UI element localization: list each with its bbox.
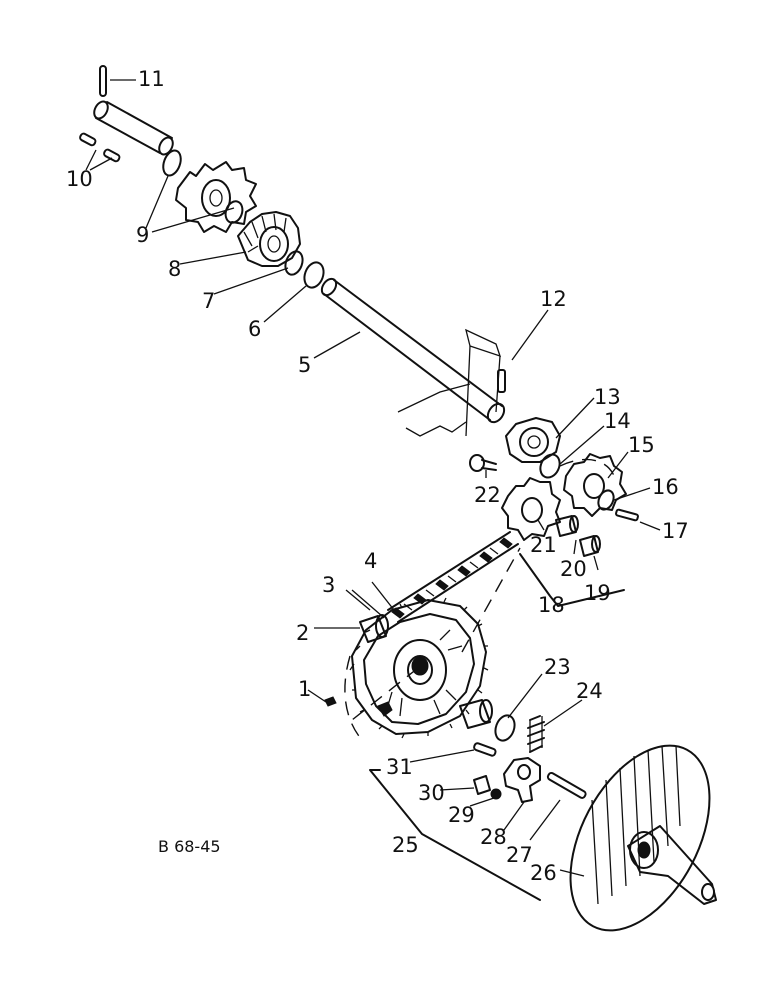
ball-part-29 bbox=[490, 788, 502, 800]
ring-part-16 bbox=[597, 489, 615, 511]
label-23: 23 bbox=[544, 655, 571, 679]
label-19: 19 bbox=[584, 581, 611, 605]
dashed-guide bbox=[351, 667, 419, 721]
label-16: 16 bbox=[652, 475, 679, 499]
label-29: 29 bbox=[448, 803, 475, 827]
label-22: 22 bbox=[474, 483, 501, 507]
part-labels: 11 10 9 8 7 6 5 12 13 14 15 16 17 22 21 … bbox=[66, 67, 689, 885]
shaft-part-5 bbox=[320, 277, 506, 424]
bolt-part-12 bbox=[497, 369, 506, 393]
label-20: 20 bbox=[560, 557, 587, 581]
disc-part-26 bbox=[569, 744, 717, 932]
ring-part-9 bbox=[162, 149, 182, 177]
bushing-part-23-sleeve bbox=[459, 699, 493, 729]
label-9: 9 bbox=[136, 223, 149, 247]
bracket-part-25 bbox=[369, 769, 541, 901]
bushing-part-2 bbox=[359, 614, 389, 643]
label-17: 17 bbox=[662, 519, 689, 543]
dashed-guide bbox=[559, 458, 617, 483]
pin-part-27 bbox=[546, 772, 587, 799]
shaft-stub bbox=[93, 100, 174, 156]
bolt-part-22 bbox=[469, 454, 497, 472]
bevel-gear-part-8 bbox=[237, 211, 301, 267]
washer bbox=[224, 200, 244, 224]
label-21: 21 bbox=[530, 533, 557, 557]
ring-part-23 bbox=[494, 714, 516, 742]
frame-bracket bbox=[397, 328, 502, 437]
label-31: 31 bbox=[386, 755, 413, 779]
chain-part-4 bbox=[387, 531, 519, 623]
label-4: 4 bbox=[364, 549, 377, 573]
sprocket-part-15 bbox=[563, 453, 627, 517]
label-24: 24 bbox=[576, 679, 603, 703]
bushing-part-19 bbox=[579, 535, 601, 557]
figure-code: B 68-45 bbox=[158, 837, 221, 856]
keys-part-10 bbox=[79, 132, 121, 163]
label-11: 11 bbox=[138, 67, 165, 91]
label-15: 15 bbox=[628, 433, 655, 457]
sprocket-part-9 bbox=[175, 161, 257, 233]
label-8: 8 bbox=[168, 257, 181, 281]
label-25: 25 bbox=[392, 833, 419, 857]
leader-lines bbox=[85, 79, 661, 877]
ring-part-7 bbox=[284, 250, 304, 276]
label-1: 1 bbox=[298, 677, 311, 701]
dashed-guide bbox=[344, 655, 363, 741]
label-14: 14 bbox=[604, 409, 631, 433]
label-28: 28 bbox=[480, 825, 507, 849]
label-6: 6 bbox=[248, 317, 261, 341]
dashed-guide bbox=[461, 547, 521, 653]
label-30: 30 bbox=[418, 781, 445, 805]
label-18: 18 bbox=[538, 593, 565, 617]
hub-part-13 bbox=[505, 417, 561, 463]
pin-part-17 bbox=[615, 508, 639, 522]
bracket-part-18 bbox=[519, 553, 625, 607]
label-2: 2 bbox=[296, 621, 309, 645]
label-27: 27 bbox=[506, 843, 533, 867]
spring-part-24 bbox=[527, 715, 545, 753]
label-12: 12 bbox=[540, 287, 567, 311]
pin-part-31 bbox=[473, 742, 497, 757]
bushing-part-20 bbox=[555, 515, 579, 537]
label-5: 5 bbox=[298, 353, 311, 377]
label-13: 13 bbox=[594, 385, 621, 409]
large-sprocket-housing bbox=[349, 597, 489, 739]
label-26: 26 bbox=[530, 861, 557, 885]
pin-part-11 bbox=[99, 65, 107, 97]
label-3: 3 bbox=[322, 573, 335, 597]
ring-part-14 bbox=[539, 453, 561, 479]
bushing-part-30 bbox=[473, 775, 491, 795]
ring-part-6 bbox=[303, 261, 325, 289]
label-10: 10 bbox=[66, 167, 93, 191]
screw-part-1 bbox=[324, 696, 337, 707]
label-7: 7 bbox=[202, 289, 215, 313]
yoke-part-28 bbox=[503, 757, 541, 803]
sprocket-part-21 bbox=[501, 477, 561, 541]
